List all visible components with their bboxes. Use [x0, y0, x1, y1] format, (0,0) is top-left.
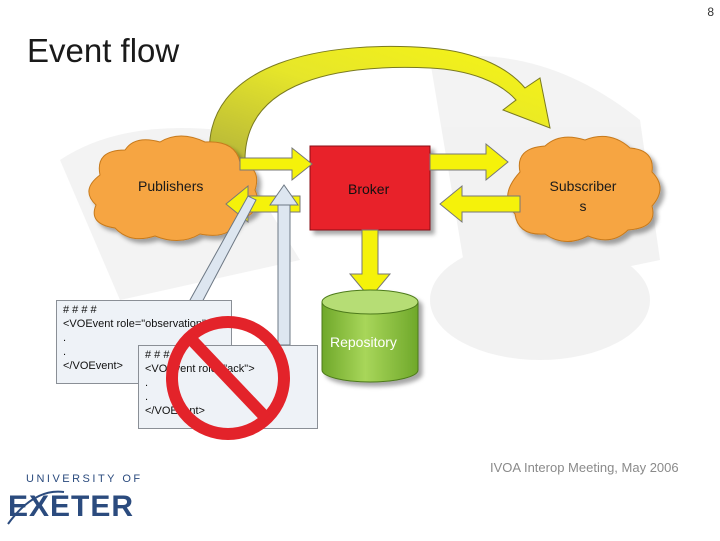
repository-cylinder [321, 289, 419, 383]
code-line: . [63, 332, 67, 344]
code-line: . [145, 377, 149, 389]
logo-exeter-text: EXETER [8, 490, 134, 523]
code-line: . [63, 346, 67, 358]
code-line: <VOEvent role="observation"> [63, 318, 213, 330]
footer-meeting-text: IVOA Interop Meeting, May 2006 [490, 460, 679, 475]
page-number: 8 [707, 5, 714, 19]
subscribers-label: Subscriber s [540, 176, 626, 216]
arrow-broker-to-repository [348, 229, 392, 299]
repository-label: Repository [330, 334, 397, 350]
slide-title: Event flow [27, 32, 180, 69]
pointer-arrow-ack-head [269, 184, 299, 206]
publishers-label: Publishers [138, 178, 204, 194]
subscribers-cloud [507, 135, 661, 242]
logo-swoosh [7, 490, 65, 525]
code-line: . [145, 391, 149, 403]
arrow-subscribers-to-broker [439, 184, 521, 224]
no-entry-icon [166, 316, 290, 440]
arrow-broker-to-subscribers [429, 142, 509, 182]
code-line: # # # # [63, 304, 97, 316]
subscribers-label-text: Subscriber s [549, 178, 617, 214]
university-logo: UNIVERSITY OF EXETER [4, 468, 164, 541]
arrow-publishers-to-broker [239, 146, 313, 182]
curved-arrow [209, 45, 551, 161]
code-line: </VOEvent> [63, 360, 123, 372]
broker-label: Broker [348, 181, 390, 197]
logo-university-text: UNIVERSITY OF [26, 473, 143, 485]
broker-box [309, 145, 431, 231]
